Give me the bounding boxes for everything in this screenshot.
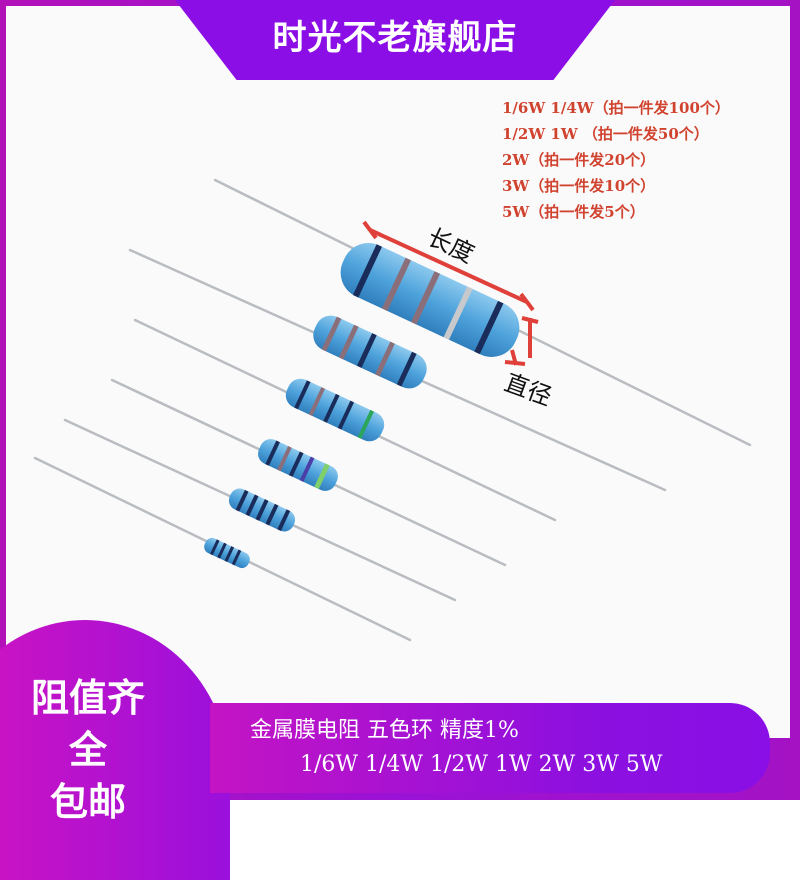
spec-item: 2W（拍一件发20个）	[502, 151, 656, 169]
length-dimension-marker	[362, 220, 535, 312]
footer-description: 金属膜电阻 五色环 精度1%	[250, 718, 519, 743]
footer-wattages: 1/6W 1/4W 1/2W 1W 2W 3W 5W	[300, 752, 663, 777]
promo-badge: 阻值齐全 包邮	[18, 672, 158, 828]
resistor-5w	[340, 243, 520, 357]
resistor-2w	[285, 378, 385, 442]
spec-item: 3W（拍一件发10个）	[502, 177, 656, 195]
resistor-quarter-w	[204, 537, 250, 569]
resistor-1w	[258, 439, 338, 491]
spec-item: 1/2W 1W （拍一件发50个）	[502, 125, 709, 143]
resistor-3w	[313, 315, 427, 389]
promo-line-free-shipping: 包邮	[49, 780, 126, 824]
spec-list: 1/6W 1/4W（拍一件发100个） 1/2W 1W （拍一件发50个） 2W…	[502, 95, 730, 225]
resistor-photo	[33, 178, 752, 642]
footer-banner	[210, 703, 770, 793]
promo-line-full-range: 阻值齐全	[30, 676, 145, 772]
spec-item: 1/6W 1/4W（拍一件发100个）	[502, 99, 730, 117]
diameter-dimension-marker	[504, 316, 539, 366]
resistor-half-w	[228, 488, 296, 532]
spec-item: 5W（拍一件发5个）	[502, 203, 645, 221]
store-banner	[175, 0, 615, 80]
store-title: 时光不老旗舰店	[272, 18, 518, 58]
